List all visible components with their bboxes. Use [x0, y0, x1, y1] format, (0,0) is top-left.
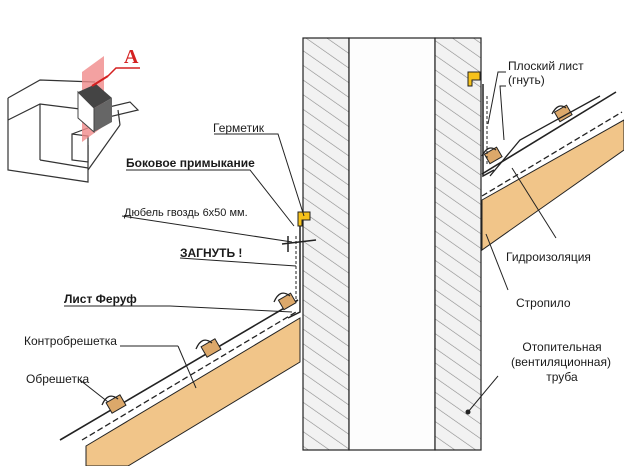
label-chimney-line3: труба — [546, 370, 578, 384]
chimney — [302, 37, 482, 451]
label-bend: ЗАГНУТЬ ! — [180, 246, 243, 260]
chimney-leader-dot — [465, 409, 471, 415]
label-chimney-line2: (вентиляционная) — [511, 355, 611, 369]
label-flat-sheet-line2: (гнуть) — [508, 73, 545, 87]
section-plane-a — [77, 56, 140, 142]
label-waterproofing: Гидроизоляция — [506, 250, 591, 264]
leader-lines — [64, 71, 557, 413]
label-dowel-nail: Дюбель гвоздь 6х50 мм. — [124, 207, 248, 219]
label-counter-batten: Контробрешетка — [24, 334, 117, 348]
label-batten: Обрешетка — [26, 372, 90, 386]
left-roof-slope — [59, 292, 301, 467]
label-rafter: Стропило — [516, 296, 571, 310]
label-sheet: Лист Феруф — [64, 292, 137, 306]
label-sealant: Герметик — [213, 121, 265, 135]
label-flat-sheet-line1: Плоский лист — [508, 59, 584, 73]
right-flashing — [467, 71, 601, 178]
label-chimney-line1: Отопительная — [522, 340, 602, 354]
left-flashing — [281, 211, 317, 319]
label-side-joint: Боковое примыкание — [126, 156, 255, 170]
section-marker-a: А — [124, 46, 139, 68]
inset-house-sketch — [7, 79, 140, 183]
right-roof-slope — [481, 91, 624, 251]
